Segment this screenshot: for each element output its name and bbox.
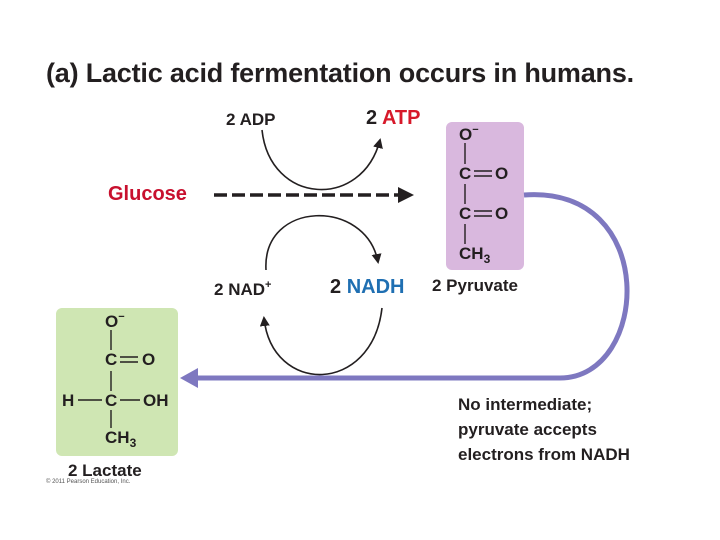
pyruvate-oxygen-2: O	[495, 204, 509, 223]
note-text: No intermediate; pyruvate accepts electr…	[458, 392, 630, 467]
lactate-label: 2 Lactate	[68, 461, 142, 480]
pyruvate-label: 2 Pyruvate	[432, 276, 518, 295]
pyruvate-carbon-2: C	[459, 204, 472, 223]
note-line: No intermediate;	[458, 395, 593, 414]
lactate-oxygen-1: O	[142, 350, 156, 369]
pyruvate-oxygen-1: O	[495, 164, 509, 183]
adp-to-atp-arrow	[261, 129, 383, 191]
lactate-methyl: CH3	[105, 428, 137, 450]
glucose-arrowhead	[398, 187, 414, 203]
pyruvate-bonds	[464, 143, 492, 244]
lactate-carbon-2: C	[105, 391, 118, 410]
lactate-bonds	[78, 330, 140, 428]
glucose-label: Glucose	[108, 183, 187, 205]
copyright-notice: © 2011 Pearson Education, Inc.	[46, 479, 131, 485]
pyruvate-to-lactate-arrow	[196, 192, 630, 381]
lactate-hydrogen: H	[62, 391, 75, 410]
pyruvate-methyl: CH3	[459, 244, 491, 266]
nadh-label: 2 NADH	[330, 276, 405, 298]
lactate-carbon-1: C	[105, 350, 118, 369]
adp-label: 2 ADP	[226, 110, 276, 129]
note-line: pyruvate accepts	[458, 420, 597, 439]
return-arrowhead	[180, 368, 198, 388]
nad-plus-label: 2 NAD+	[214, 279, 272, 299]
nad-to-nadh-arrow	[265, 214, 382, 271]
lactate-o-minus: O−	[105, 311, 125, 331]
pyruvate-carbon-1: C	[459, 164, 472, 183]
atp-label: 2 ATP	[366, 107, 421, 129]
lactate-hydroxyl: OH	[143, 391, 169, 410]
note-line: electrons from NADH	[458, 445, 630, 464]
diagram-title: (a) Lactic acid fermentation occurs in h…	[46, 58, 634, 88]
nadh-to-nad-arrow	[259, 307, 383, 376]
pyruvate-o-minus: O−	[459, 124, 479, 144]
